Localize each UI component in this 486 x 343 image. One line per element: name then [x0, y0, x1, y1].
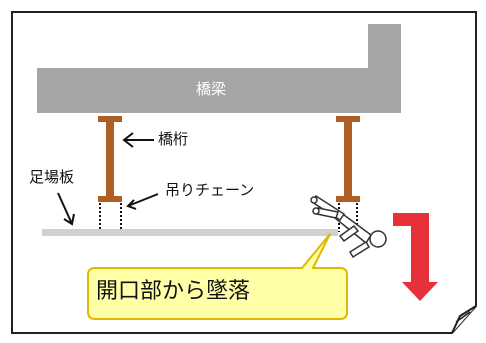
girder-right: [336, 116, 360, 202]
hanging-chain-left: [99, 203, 122, 232]
scaffold-board: [42, 229, 338, 236]
falling-worker-icon: [310, 194, 387, 259]
girder-left: [98, 116, 122, 202]
girder-label: 橋桁: [158, 130, 189, 148]
fall-arrow-icon: [393, 213, 438, 301]
scaffold-board-label: 足場板: [29, 168, 75, 186]
beam-label: 橋梁: [196, 80, 227, 98]
girder-pointer-arrow: [122, 132, 154, 148]
bridge-beam: [37, 24, 401, 113]
fall-callout-text: 開口部から墜落: [96, 279, 251, 304]
chain-pointer-arrow: [126, 193, 159, 210]
hanging-chain-label: 吊りチェーン: [165, 181, 255, 199]
fall-callout-box: [87, 233, 348, 320]
scaffold-pointer-arrow: [57, 192, 75, 226]
